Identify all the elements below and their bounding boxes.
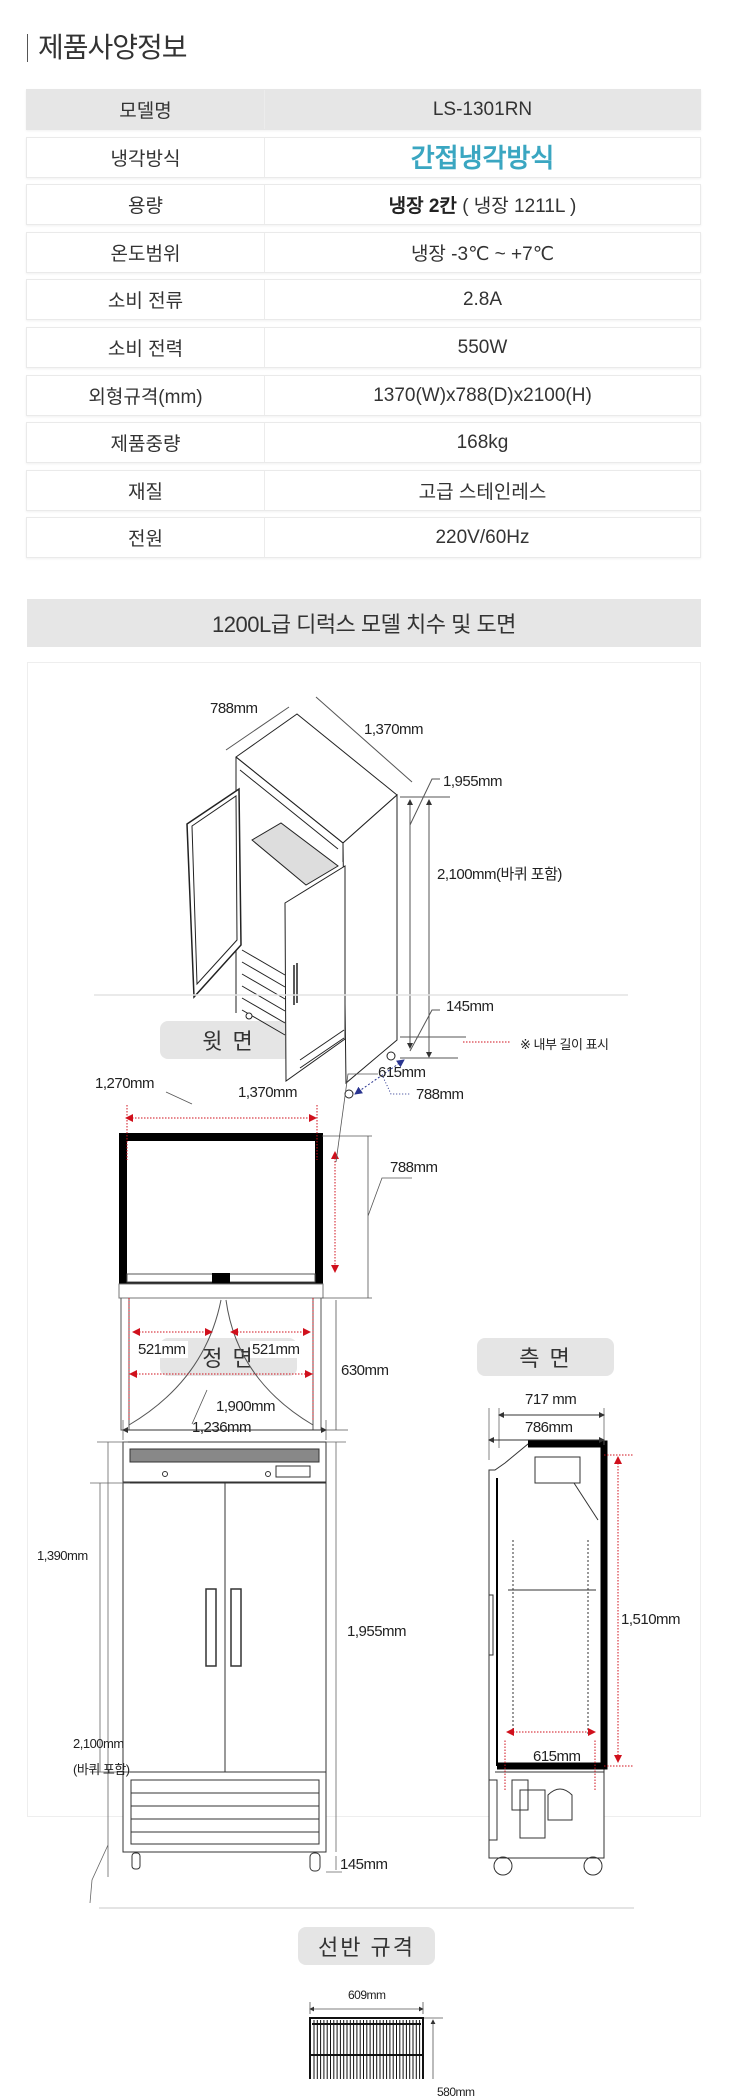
- spec-row-material: 재질 고급 스테인레스: [26, 470, 701, 511]
- dimension-panel: [27, 662, 701, 1817]
- dimension-section-header: 1200L급 디럭스 모델 치수 및 도면: [27, 599, 701, 647]
- spec-value-rest: ( 냉장 1211L ): [456, 196, 577, 217]
- iso-side-face: [342, 793, 398, 1085]
- spec-value: 2.8A: [462, 288, 503, 310]
- door-handle-right: [230, 1588, 242, 1667]
- iso-body-height-label: 1,955mm: [443, 773, 503, 790]
- spec-label: 외형규격(mm): [27, 376, 265, 415]
- inner-width-label: 1,270mm: [95, 1075, 155, 1092]
- iso-shelf: [251, 822, 339, 886]
- spec-value-bold: 냉장 2칸: [388, 196, 457, 217]
- side-view-inner-walls: [497, 1440, 608, 1770]
- iso-refrigerator-drawing: [186, 696, 466, 1099]
- iso-depth-bottom-label: 788mm: [416, 1086, 464, 1103]
- spec-label: 모델명: [27, 90, 265, 129]
- spec-label: 온도범위: [27, 233, 265, 272]
- shelf-section-title: 선반 규격: [298, 1927, 435, 1965]
- top-view-title: 윗 면: [160, 1021, 297, 1059]
- width-label: 1,370mm: [238, 1084, 298, 1101]
- page-title: 제품사양정보: [38, 32, 188, 63]
- door-right-label: 521mm: [250, 1341, 302, 1358]
- spec-label: 제품중량: [27, 423, 265, 462]
- iso-width-label: 1,370mm: [364, 721, 424, 738]
- door-total-label: 1,236mm: [192, 1419, 252, 1436]
- spec-row-current: 소비 전류 2.8A: [26, 279, 701, 320]
- side-view-title: 측 면: [477, 1338, 614, 1376]
- iso-depth-top-label: 788mm: [210, 700, 258, 717]
- spec-value: 냉장 -3℃ ~ +7℃: [410, 244, 555, 265]
- spec-value: LS-1301RN: [432, 98, 533, 120]
- front-width-label: 1,900mm: [216, 1398, 276, 1415]
- legend-text: ※ 내부 길이 표시: [520, 1037, 609, 1052]
- door-height-label: 1,390mm: [37, 1548, 88, 1563]
- side-inner-height-label: 1,510mm: [621, 1611, 681, 1628]
- top-view-drawing: [118, 1041, 511, 1431]
- spec-row-temperature: 온도범위 냉장 -3℃ ~ +7℃: [26, 232, 701, 273]
- side-depth-label: 786mm: [525, 1419, 573, 1436]
- iso-total-height-label: 2,100mm(바퀴 포함): [437, 866, 562, 883]
- iso-vents: [241, 949, 345, 1069]
- iso-right-door: [284, 865, 346, 1082]
- spec-row-power: 소비 전력 550W: [26, 327, 701, 368]
- front-body-height-label: 1,955mm: [347, 1623, 407, 1640]
- shelf-width-label: 609mm: [348, 1988, 386, 2002]
- shelf-grid: [309, 2017, 424, 2079]
- spec-label: 소비 전력: [27, 328, 265, 367]
- shelf-depth-label: 580mm: [437, 2085, 475, 2099]
- top-view-body: [119, 1133, 323, 1284]
- spec-label: 냉각방식: [27, 138, 265, 177]
- spec-value: 1370(W)x788(D)x2100(H): [373, 384, 592, 406]
- spec-row-power-supply: 전원 220V/60Hz: [26, 517, 701, 558]
- door-swing-label: 630mm: [341, 1362, 389, 1379]
- spec-value: 220V/60Hz: [435, 526, 530, 548]
- spec-label: 소비 전류: [27, 280, 265, 319]
- iso-wheel-label: 145mm: [446, 998, 494, 1015]
- spec-value: 168kg: [456, 431, 509, 453]
- spec-row-weight: 제품중량 168kg: [26, 422, 701, 463]
- title-accent-bar: [27, 34, 28, 62]
- iso-left-door: [186, 787, 242, 999]
- depth-label: 788mm: [390, 1159, 438, 1176]
- door-left-label: 521mm: [136, 1341, 188, 1358]
- door-handle-left: [205, 1588, 217, 1667]
- spec-row-cooling: 냉각방식 간접냉각방식: [26, 137, 701, 178]
- shelf-drawing: [309, 2002, 443, 2079]
- inner-depth-label: 615mm: [378, 1064, 426, 1081]
- side-view-drawing: [488, 1408, 633, 1876]
- side-bottom-depth-label: 615mm: [533, 1748, 581, 1765]
- spec-label: 용량: [27, 185, 265, 224]
- front-total-note: (바퀴 포함): [73, 1762, 130, 1777]
- side-inner-depth-label: 717 mm: [525, 1391, 577, 1408]
- front-view-vent: [122, 1771, 327, 1853]
- iso-door-handle: [293, 963, 298, 1005]
- spec-value: 고급 스테인레스: [418, 482, 547, 503]
- front-view-drawing: [89, 1420, 346, 1904]
- spec-row-model: 모델명 LS-1301RN: [26, 89, 701, 130]
- spec-value: 550W: [457, 336, 508, 358]
- spec-value: 간접냉각방식: [410, 142, 555, 173]
- spec-row-dimensions: 외형규격(mm) 1370(W)x788(D)x2100(H): [26, 375, 701, 416]
- spec-label: 전원: [27, 518, 265, 557]
- spec-label: 재질: [27, 471, 265, 510]
- front-wheel-label: 145mm: [340, 1856, 388, 1873]
- front-total-height-label: 2,100mm: [73, 1736, 124, 1751]
- spec-value: 냉장 2칸 ( 냉장 1211L ): [265, 191, 700, 218]
